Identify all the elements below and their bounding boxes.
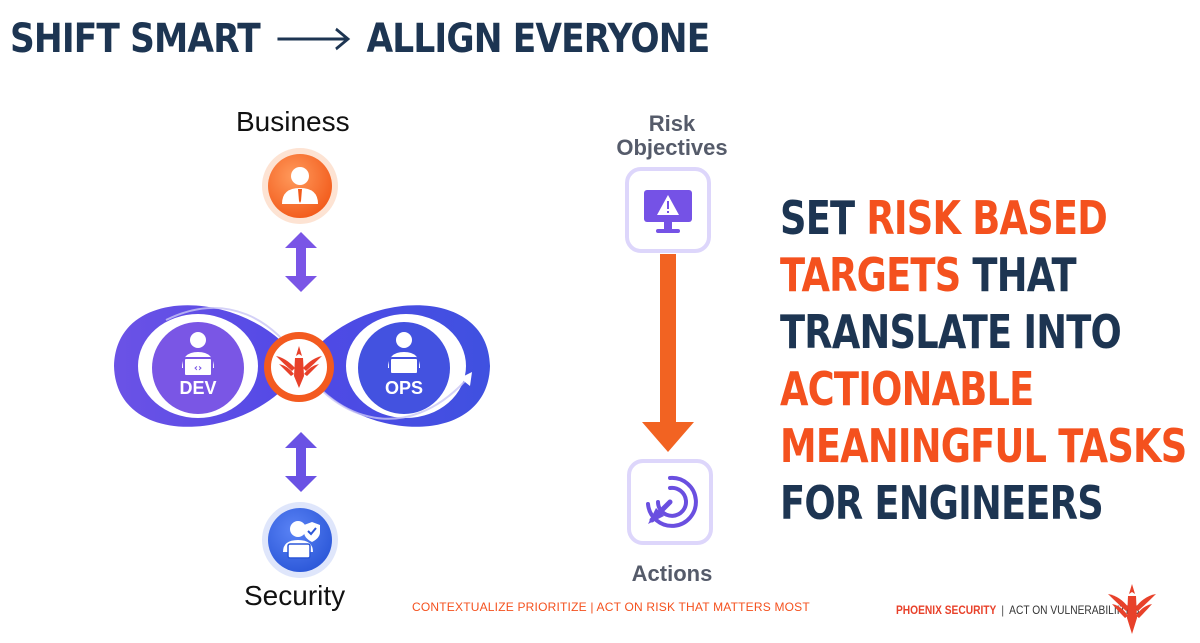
statement-line-1: SET RISK BASED <box>780 191 1108 245</box>
phoenix-brand-logo-icon <box>1108 584 1156 634</box>
risk-label-line2: Objectives <box>616 135 728 160</box>
phoenix-logo-icon <box>264 332 334 402</box>
risk-statement: SET RISK BASED TARGETS THAT TRANSLATE IN… <box>780 190 1187 532</box>
dev-label: DEV <box>179 378 217 398</box>
business-person-icon <box>262 148 338 224</box>
risk-objectives-label: Risk Objectives <box>596 112 748 160</box>
dev-circle: ‹› <box>152 322 244 414</box>
actions-target-icon <box>627 459 713 545</box>
business-label: Business <box>236 106 350 137</box>
page-title: SHIFT SMART ALLIGN EVERYONE <box>10 14 711 64</box>
security-person-icon <box>262 502 338 578</box>
brand-name: PHOENIX SECURITY <box>896 603 997 617</box>
actions-label: Actions <box>631 561 713 586</box>
ops-label: OPS <box>384 378 423 398</box>
risk-monitor-warning-icon <box>625 167 711 253</box>
statement-line-4: ACTIONABLE <box>780 362 1034 416</box>
ops-circle <box>358 322 450 414</box>
down-arrow-icon <box>642 254 694 452</box>
statement-line-6: FOR ENGINEERS <box>780 476 1104 530</box>
statement-line-2: TARGETS THAT <box>780 248 1077 302</box>
right-arrow-icon <box>275 27 351 51</box>
statement-line-5: MEANINGFUL TASKS <box>780 419 1187 473</box>
svg-text:‹›: ‹› <box>194 363 202 374</box>
security-label: Security <box>244 580 346 611</box>
brand-tagline: ACT ON VULNERABILIITES <box>1009 603 1140 617</box>
title-right: ALLIGN EVERYONE <box>366 16 711 62</box>
title-left: SHIFT SMART <box>10 16 261 62</box>
footer-tagline: CONTEXTUALIZE PRIORITIZE | ACT ON RISK T… <box>412 600 810 614</box>
statement-line-3: TRANSLATE INTO <box>780 305 1122 359</box>
brand-separator: | <box>1001 603 1005 617</box>
risk-label-line1: Risk <box>648 111 696 136</box>
business-dev-double-arrow-icon <box>285 232 317 292</box>
dev-security-double-arrow-icon <box>285 432 317 492</box>
footer-brand: PHOENIX SECURITY | ACT ON VULNERABILIITES <box>896 603 1139 617</box>
